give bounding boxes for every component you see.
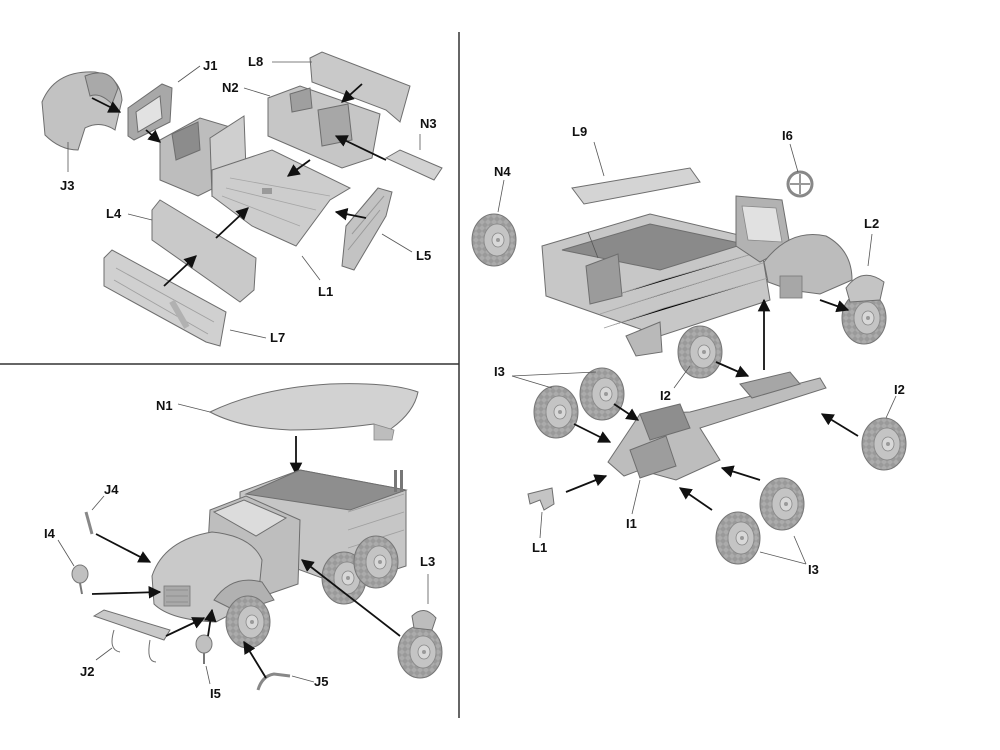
part-j4-rod [84, 511, 94, 535]
part-l1-bracket [527, 487, 555, 511]
label-i1: I1 [626, 516, 637, 531]
upper-cargo-assembly [541, 195, 853, 357]
label-i6: I6 [782, 128, 793, 143]
label-n4: N4 [494, 164, 511, 179]
label-l4: L4 [106, 206, 122, 221]
part-n2-seat-box [267, 85, 381, 169]
label-n1: N1 [156, 398, 173, 413]
label-i3-bottom: I3 [808, 562, 819, 577]
label-l1: L1 [318, 284, 333, 299]
wheel-rear-2 [353, 535, 399, 589]
part-i2-wheel-a [677, 325, 723, 379]
part-n1-tarp [208, 383, 419, 441]
arrows-right [565, 298, 859, 511]
leaders-top-left [67, 61, 421, 339]
label-l9: L9 [572, 124, 587, 139]
part-j1-frame [127, 83, 173, 141]
label-j5: J5 [314, 674, 328, 689]
label-l8: L8 [248, 54, 263, 69]
label-n3: N3 [420, 116, 437, 131]
panel-cargo-bed-exploded: J1 L8 N2 N3 J3 L4 L5 L1 L7 [41, 51, 443, 347]
arrows-top-left [91, 83, 387, 287]
arrows-bottom-left [91, 533, 401, 679]
label-j2: J2 [80, 664, 94, 679]
wheel-front [225, 595, 271, 649]
label-j1: J1 [203, 58, 217, 73]
part-i3-wheel-a [533, 385, 579, 439]
part-i3-wheel-d [759, 477, 805, 531]
panel-chassis-exploded: L9 I6 N4 L2 I3 I2 I2 I1 L1 I3 [471, 124, 907, 577]
part-l4-wall [151, 199, 257, 303]
label-i4: I4 [44, 526, 56, 541]
leaders-right [497, 141, 897, 565]
label-l1-right: L1 [532, 540, 547, 555]
part-l1-floor [211, 149, 352, 247]
part-i3-wheel-b [579, 367, 625, 421]
part-l7-long-side [103, 249, 227, 347]
part-l9-plank [571, 167, 701, 205]
label-j3: J3 [60, 178, 74, 193]
part-l2-wheel [841, 274, 887, 345]
part-i5-light [195, 634, 213, 664]
part-j3-fender [41, 71, 123, 151]
part-i3-wheel-c [715, 511, 761, 565]
part-j5-hook [256, 672, 291, 691]
label-i2-right: I2 [894, 382, 905, 397]
part-j2-bumper [92, 609, 171, 663]
part-i1-chassis [607, 371, 827, 481]
label-i5: I5 [210, 686, 221, 701]
part-n3-bar [384, 149, 443, 181]
label-j4: J4 [104, 482, 119, 497]
panel-assembled-truck: N1 J4 I4 L3 J2 I5 J5 [44, 383, 443, 701]
part-i6-steering-wheel [786, 170, 814, 198]
label-n2: N2 [222, 80, 239, 95]
label-l3: L3 [420, 554, 435, 569]
part-i4-headlight [71, 564, 89, 595]
part-i2-wheel-b [861, 417, 907, 471]
label-l7: L7 [270, 330, 285, 345]
part-l5-side [341, 187, 393, 271]
label-i2-left: I2 [660, 388, 671, 403]
part-n4-wheel [471, 213, 517, 267]
label-l5: L5 [416, 248, 431, 263]
part-l3-spare-wheel [397, 610, 443, 679]
label-l2: L2 [864, 216, 879, 231]
leaders-bottom-left [57, 403, 429, 685]
label-i3-top: I3 [494, 364, 505, 379]
